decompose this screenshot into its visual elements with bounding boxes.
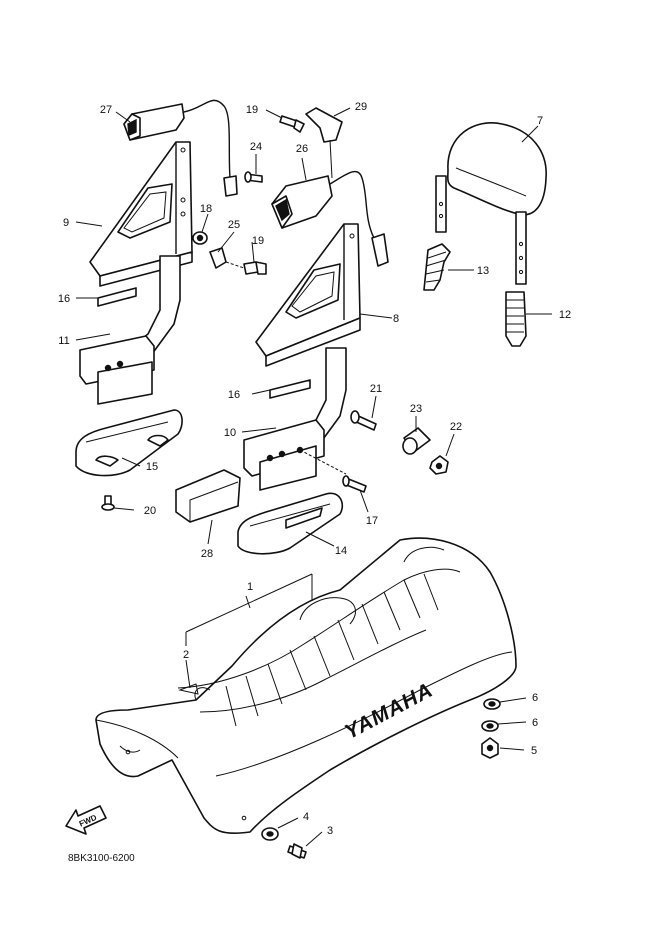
part-26-connector bbox=[271, 170, 389, 267]
part-28-cover bbox=[175, 469, 241, 523]
part-7-backrest bbox=[435, 122, 547, 285]
leader-lines bbox=[75, 107, 552, 847]
callout-27: 27 bbox=[100, 104, 112, 116]
callout-16-right: 16 bbox=[228, 389, 240, 401]
part-16-plate-right bbox=[269, 379, 311, 399]
diagram-code: 8BK3100-6200 bbox=[68, 853, 135, 864]
part-11-bracket-left bbox=[79, 255, 181, 405]
callout-3: 3 bbox=[327, 825, 333, 837]
callout-19-lower: 19 bbox=[252, 235, 264, 247]
callout-10: 10 bbox=[224, 427, 236, 439]
callout-1: 1 bbox=[247, 581, 253, 593]
callout-29: 29 bbox=[355, 101, 367, 113]
part-24-screw bbox=[244, 171, 263, 183]
part-21-bolt bbox=[350, 410, 377, 431]
part-12-boot bbox=[505, 291, 527, 347]
callout-24: 24 bbox=[250, 141, 262, 153]
callout-17: 17 bbox=[366, 515, 378, 527]
callout-7: 7 bbox=[537, 115, 543, 127]
part-4-washer bbox=[261, 827, 279, 841]
callout-16-left: 16 bbox=[58, 293, 70, 305]
callout-9: 9 bbox=[63, 217, 69, 229]
part-6-washer-lower bbox=[481, 720, 499, 732]
callout-18: 18 bbox=[200, 203, 212, 215]
part-18-grommet bbox=[192, 231, 208, 245]
callout-21: 21 bbox=[370, 383, 382, 395]
part-25-clamp bbox=[209, 247, 245, 269]
callout-numbers: 27 9 18 25 19 24 19 29 26 7 8 13 12 16 1… bbox=[58, 101, 571, 837]
part-17-screw bbox=[342, 475, 367, 493]
callout-5: 5 bbox=[531, 745, 537, 757]
part-9-side-cover-left bbox=[89, 141, 193, 287]
part-14-grab-handle-right bbox=[237, 492, 344, 555]
callout-13: 13 bbox=[477, 265, 489, 277]
callout-11: 11 bbox=[58, 335, 69, 347]
fwd-arrow-icon bbox=[65, 805, 107, 835]
callout-2: 2 bbox=[183, 649, 189, 661]
part-19-bolt-lower bbox=[243, 261, 267, 275]
callout-4: 4 bbox=[303, 811, 309, 823]
part-3-bolt bbox=[287, 843, 307, 859]
part-15-grab-handle-left bbox=[75, 409, 183, 477]
callout-23: 23 bbox=[410, 403, 422, 415]
callout-22: 22 bbox=[450, 421, 462, 433]
part-19-bolt-upper bbox=[279, 115, 305, 133]
callout-6-lower: 6 bbox=[532, 717, 538, 729]
part-20-screw bbox=[101, 495, 115, 511]
callout-19-upper: 19 bbox=[246, 104, 258, 116]
part-1-seat bbox=[95, 537, 517, 834]
part-16-plate-left bbox=[97, 287, 137, 307]
callout-12: 12 bbox=[559, 309, 571, 321]
callout-28: 28 bbox=[201, 548, 213, 560]
part-13-boot bbox=[423, 243, 451, 291]
part-23-collar bbox=[402, 427, 431, 455]
callout-14: 14 bbox=[335, 545, 347, 557]
callout-20: 20 bbox=[144, 505, 156, 517]
part-8-side-cover-right bbox=[255, 223, 361, 367]
callout-8: 8 bbox=[393, 313, 399, 325]
callout-26: 26 bbox=[296, 143, 308, 155]
part-6-washer-upper bbox=[483, 698, 501, 710]
callout-15: 15 bbox=[146, 461, 158, 473]
callout-6-upper: 6 bbox=[532, 692, 538, 704]
part-22-nut bbox=[429, 455, 449, 475]
part-10-bracket-right bbox=[243, 347, 347, 491]
callout-25: 25 bbox=[228, 219, 240, 231]
part-5-nut bbox=[481, 737, 499, 759]
part-29-bracket bbox=[305, 107, 343, 179]
